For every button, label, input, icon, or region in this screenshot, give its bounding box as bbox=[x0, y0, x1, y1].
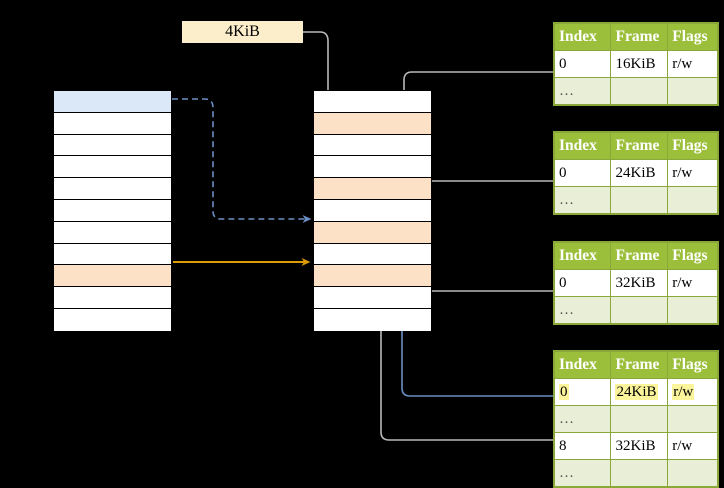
page-table-4-cell-frame: 32KiB bbox=[610, 432, 669, 460]
page-table-1-header-flags: Flags bbox=[667, 23, 718, 51]
wire-left-blue-to-middle-row7 bbox=[172, 98, 312, 223]
page-table-4-header-frame: Frame bbox=[610, 351, 669, 379]
page-table-4-row: 0 24KiB r/w bbox=[553, 378, 718, 406]
physical-frame-row-4 bbox=[314, 178, 431, 200]
page-table-3-cell-flags bbox=[667, 296, 718, 324]
virtual-page-row-7 bbox=[54, 243, 171, 266]
page-table-3-cell-frame bbox=[610, 296, 669, 324]
highlighted-value: 24KiB bbox=[615, 384, 658, 400]
page-table-3-header-flags: Flags bbox=[667, 242, 718, 270]
page-table-3-row: … bbox=[553, 296, 718, 324]
physical-frame-row-7 bbox=[314, 243, 431, 266]
virtual-address-space-table bbox=[53, 90, 172, 331]
page-table-4-cell-index: 8 bbox=[553, 432, 612, 460]
page-table-2-cell-index: 0 bbox=[553, 159, 612, 187]
page-table-2-header-index: Index bbox=[553, 132, 612, 160]
page-table-2-row: … bbox=[553, 186, 718, 214]
wire-pagetable3-to-middle-row9 bbox=[420, 265, 553, 292]
page-table-3-cell-flags: r/w bbox=[667, 269, 718, 297]
page-table-4-cell-flags bbox=[667, 459, 718, 487]
virtual-page-row-1 bbox=[54, 112, 171, 135]
page-table-1-header-index: Index bbox=[553, 23, 612, 51]
page-table-2-cell-flags bbox=[667, 186, 718, 214]
page-table-2-cell-index: … bbox=[553, 186, 612, 214]
page-table-2-cell-frame bbox=[610, 186, 669, 214]
page-table-1-cell-frame bbox=[610, 77, 669, 105]
page-table-3-header-index: Index bbox=[553, 242, 612, 270]
physical-frame-row-3 bbox=[314, 156, 431, 179]
physical-memory-table bbox=[313, 90, 432, 331]
virtual-page-row-5 bbox=[54, 199, 171, 222]
page-table-4-header-index: Index bbox=[553, 351, 612, 379]
page-table-3-header-frame: Frame bbox=[610, 242, 669, 270]
page-table-2-header-frame: Frame bbox=[610, 132, 669, 160]
page-table-1-cell-frame: 16KiB bbox=[610, 50, 669, 78]
physical-frame-row-5 bbox=[314, 199, 431, 222]
page-table-1-cell-flags bbox=[667, 77, 718, 105]
page-table-4-cell-frame bbox=[610, 405, 669, 433]
highlighted-value: 0 bbox=[559, 384, 569, 400]
virtual-page-row-6 bbox=[54, 221, 171, 244]
page-table-2-cell-frame: 24KiB bbox=[610, 159, 669, 187]
page-table-4-cell-frame bbox=[610, 459, 669, 487]
physical-frame-row-6 bbox=[314, 221, 431, 244]
virtual-page-row-0 bbox=[54, 91, 171, 113]
page-table-3-cell-frame: 32KiB bbox=[610, 269, 669, 297]
page-table-1-cell-index: 0 bbox=[553, 50, 612, 78]
page-table-1-cell-index: … bbox=[553, 77, 612, 105]
page-table-4-row: … bbox=[553, 459, 718, 487]
virtual-page-row-4 bbox=[54, 178, 171, 200]
page-table-3-cell-index: 0 bbox=[553, 269, 612, 297]
physical-frame-row-1 bbox=[314, 112, 431, 135]
page-table-4-row: … bbox=[553, 405, 718, 433]
page-table-1-cell-flags: r/w bbox=[667, 50, 718, 78]
page-table-4-cell-index: … bbox=[553, 459, 612, 487]
wire-pagetable2-to-middle-row7 bbox=[420, 180, 553, 216]
size-label-chip: 4KiB bbox=[182, 21, 303, 43]
virtual-page-row-3 bbox=[54, 156, 171, 179]
virtual-page-row-9 bbox=[54, 287, 171, 309]
page-table-2-cell-flags: r/w bbox=[667, 159, 718, 187]
virtual-page-row-2 bbox=[54, 134, 171, 157]
page-table-2-header-flags: Flags bbox=[667, 132, 718, 160]
physical-frame-row-2 bbox=[314, 134, 431, 157]
page-table-1-row: … bbox=[553, 77, 718, 105]
virtual-page-row-10 bbox=[54, 308, 171, 331]
page-table-3-cell-index: … bbox=[553, 296, 612, 324]
page-table-4-cell-index: 0 bbox=[553, 378, 612, 406]
page-table-4-cell-flags: r/w bbox=[667, 432, 718, 460]
virtual-page-row-8 bbox=[54, 265, 171, 288]
physical-frame-row-8 bbox=[314, 265, 431, 288]
page-table-4-cell-index: … bbox=[553, 405, 612, 433]
page-table-4-cell-frame: 24KiB bbox=[610, 378, 669, 406]
page-table-4-header-flags: Flags bbox=[667, 351, 718, 379]
physical-frame-row-0 bbox=[314, 91, 431, 113]
page-table-1-header-frame: Frame bbox=[610, 23, 669, 51]
physical-frame-row-10 bbox=[314, 308, 431, 331]
physical-frame-row-9 bbox=[314, 287, 431, 309]
highlighted-value: r/w bbox=[672, 384, 695, 400]
page-table-4-cell-flags: r/w bbox=[667, 378, 718, 406]
page-table-4-cell-flags bbox=[667, 405, 718, 433]
